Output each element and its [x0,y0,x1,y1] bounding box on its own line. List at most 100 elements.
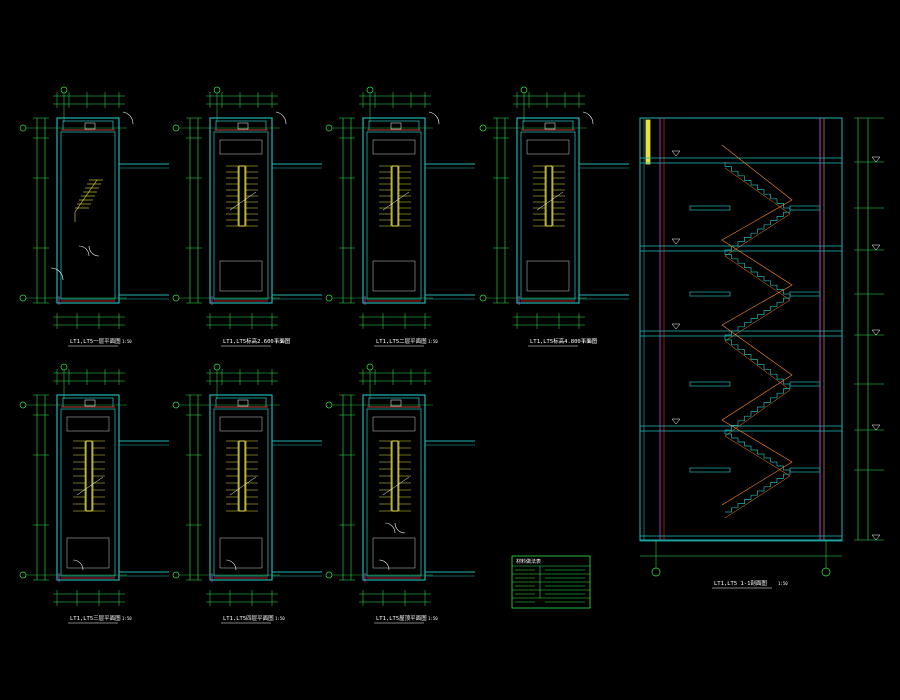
stair-edge [74,179,98,213]
stair-steps [725,294,791,336]
plan-scale: 1:50 [428,616,438,621]
break-line [536,191,564,211]
stair-steps [725,470,791,513]
room-box [372,537,416,569]
wall-outer [516,117,580,304]
wall-inner [520,131,576,300]
plan-caption: LT1,LT5标高4.800平面图 [530,337,598,345]
stair-steps [724,162,790,209]
stair-soffit [724,340,791,391]
level-marker [671,323,681,330]
level-marker [871,329,881,336]
landing-box [66,416,110,432]
room-tag [390,399,402,407]
floor-slab [639,535,843,542]
door-swing [225,559,237,571]
plan-scale: 1:50 [428,339,438,344]
handrail-line [721,144,793,506]
plan-caption: LT1,LT5三层平面图 [70,614,121,622]
plan-caption: LT1,LT5二层平面图 [376,337,427,345]
door-swing [78,245,100,257]
wall-inner [366,408,422,577]
wall-inner [60,408,116,577]
door-swing [378,559,390,571]
stair-steps [724,335,790,385]
landing-slab [689,467,731,473]
room-box [526,260,570,292]
stair-soffit [724,299,791,342]
level-marker [671,418,681,425]
stair-steps [724,430,790,471]
room-box [372,260,416,292]
floor-slab [639,425,843,432]
stair-soffit [724,475,791,519]
landing-box [372,139,416,155]
break-line [382,191,410,211]
room-tag [544,122,556,130]
stair-well [238,440,246,512]
wall-outer [56,394,120,581]
door-swing [428,111,440,125]
stair-steps [724,250,790,295]
landing-box [219,139,263,155]
plan-scale: 1:50 [275,339,285,344]
level-marker [671,150,681,157]
landing-box [372,416,416,432]
wall-outer [362,117,426,304]
plan-scale: 1:50 [122,616,132,621]
legend-title: 材料做法表 [516,558,541,565]
door-swing [122,111,134,125]
level-marker [871,244,881,251]
stair-well [238,165,246,227]
plan-caption: LT1,LT5屋顶平面图 [376,614,427,622]
room-box [219,537,263,569]
section-scale: 1:50 [778,581,788,586]
room-tag [237,399,249,407]
door-swing [72,559,84,571]
legend-table: 材料做法表 [511,555,591,609]
landing-slab [689,381,731,387]
break-line [229,191,257,211]
stair-well [545,165,553,227]
plan-caption: LT1,LT5标高2.600平面图 [223,337,291,345]
wall-inner [213,131,269,300]
floor-slab [639,157,843,164]
room-tag [84,399,96,407]
break-line [76,476,104,496]
landing-slab [689,205,731,211]
level-marker [671,238,681,245]
window-mark [645,119,651,165]
room-tag [84,122,96,130]
level-marker [871,534,881,541]
section-frame [639,117,843,541]
wall-outer [362,394,426,581]
level-marker [871,156,881,163]
legend-rows [515,569,585,603]
landing-slab [689,291,731,297]
plan-scale: 1:50 [122,339,132,344]
stair-soffit [724,167,791,215]
stair-steps [725,384,791,431]
wall-outer [209,117,273,304]
plan-scale: 1:50 [275,616,285,621]
wall-outer [209,394,273,581]
door-swing [384,522,406,534]
wall-outer [56,117,120,304]
stair-well [391,440,399,512]
level-marker [871,424,881,431]
stair-well [391,165,399,227]
stair-soffit [724,435,791,477]
room-box [219,260,263,292]
landing-box [526,139,570,155]
stair-steps [725,208,791,251]
plan-caption: LT1,LT5四层平面图 [223,614,274,622]
break-line [382,476,410,496]
